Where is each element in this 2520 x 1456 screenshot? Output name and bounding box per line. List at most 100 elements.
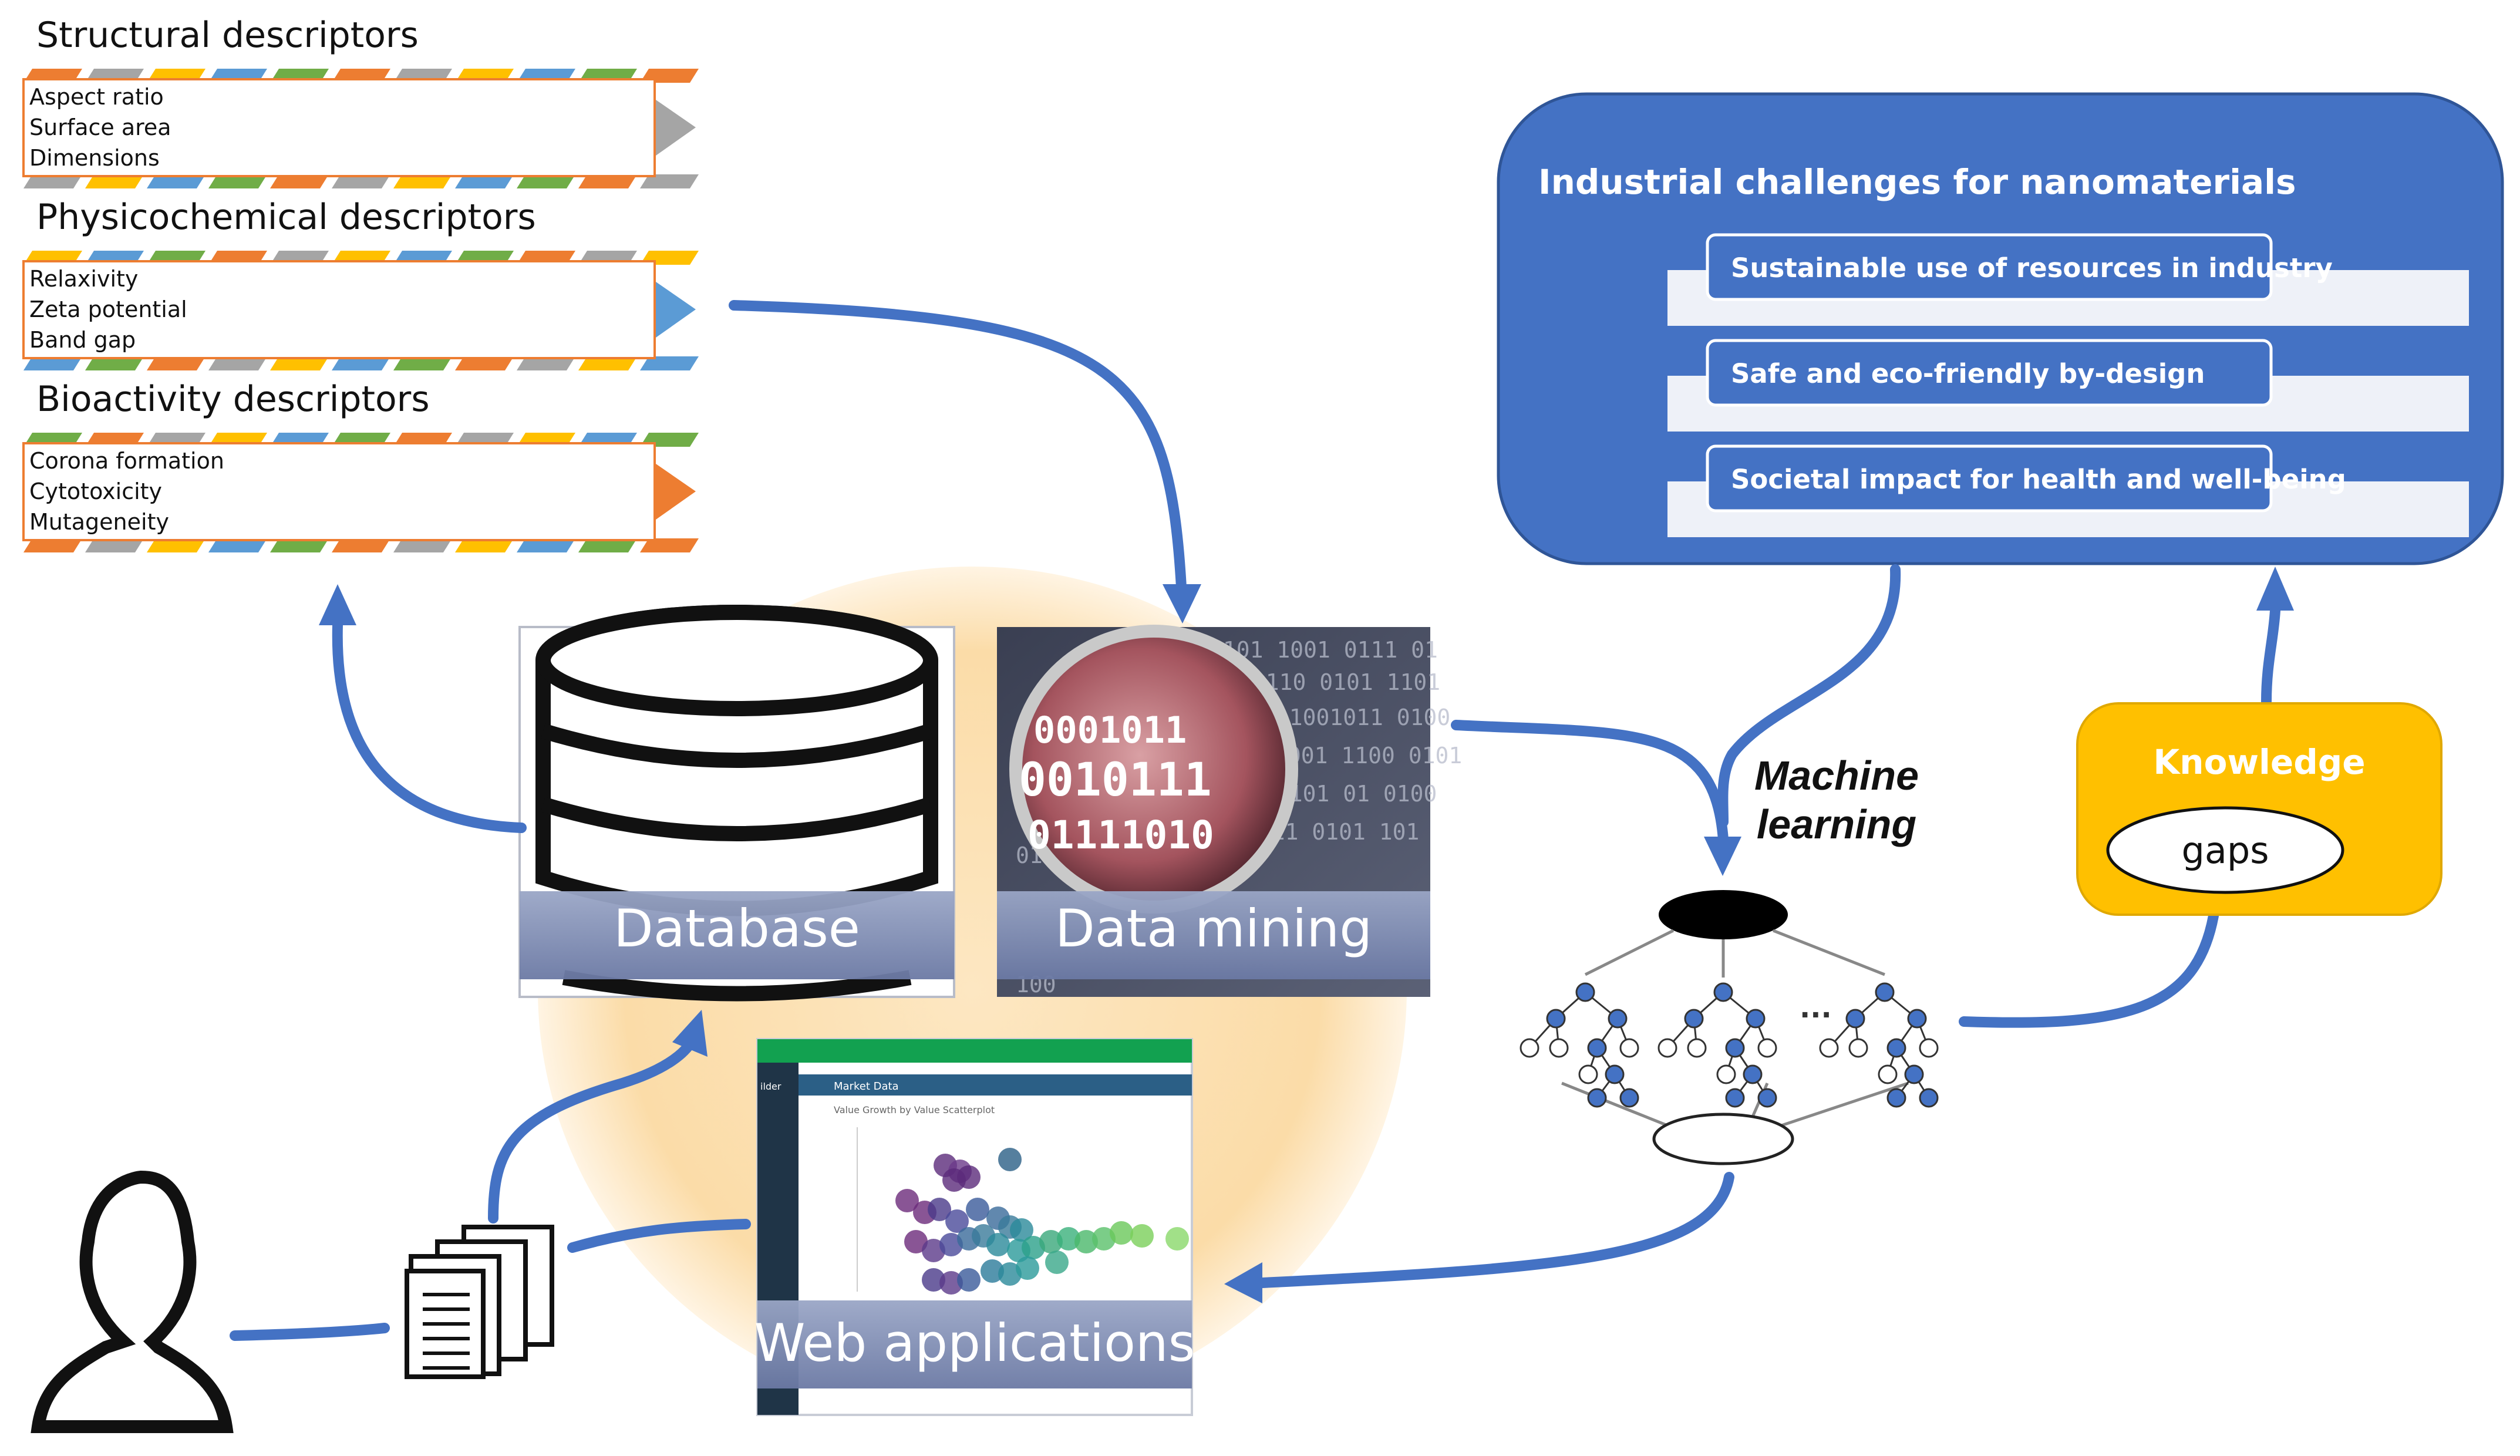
- arrowhead: [319, 584, 356, 625]
- tree-node: [1757, 1088, 1777, 1108]
- svg-text:ilder: ilder: [760, 1081, 781, 1092]
- tree-node: [1746, 1009, 1766, 1029]
- forest-output-node: [1652, 1113, 1794, 1165]
- ml-line2: learning: [1757, 801, 1916, 847]
- database-label: Database: [614, 898, 860, 959]
- scatter-point: [998, 1148, 1022, 1171]
- documents-icon: [405, 1225, 554, 1379]
- tree-node: [1725, 1088, 1745, 1108]
- descriptor-stripe: [85, 174, 144, 188]
- descriptor-stripe: [517, 356, 575, 370]
- descriptor-box: [22, 260, 656, 359]
- descriptor-stripe: [332, 174, 390, 188]
- tree-node: [1757, 1038, 1777, 1058]
- descriptor-title: Physicochemical descriptors: [36, 197, 536, 238]
- descriptor-item: Relaxivity: [29, 266, 138, 292]
- descriptor-stripe: [393, 538, 452, 552]
- random-forest-diagram: ···: [1520, 890, 1939, 1165]
- descriptor-box: [22, 78, 656, 177]
- descriptor-item: Band gap: [29, 327, 136, 353]
- arrowhead: [1704, 837, 1741, 876]
- user-icon: [31, 1170, 234, 1433]
- arrow-industrial-to-ml: [1717, 564, 1901, 827]
- tree-node: [1713, 982, 1733, 1002]
- descriptor-stripe: [578, 356, 637, 370]
- scatter-point: [1130, 1224, 1154, 1248]
- web-app-scatter: [857, 1127, 1189, 1295]
- ml-line1: Machine: [1754, 753, 1919, 798]
- tree-node: [1848, 1038, 1868, 1058]
- flow-arrows: [230, 300, 2294, 1341]
- industrial-title: Industrial challenges for nanomaterials: [1538, 162, 2296, 202]
- scatter-point: [939, 1271, 963, 1295]
- tree-node: [1845, 1009, 1865, 1029]
- descriptor-stripe: [455, 356, 514, 370]
- data-mining-label: Data mining: [1055, 898, 1372, 959]
- descriptor-stripe: [640, 356, 699, 370]
- descriptor-stripe: [270, 538, 329, 552]
- tree-node: [1725, 1038, 1745, 1058]
- descriptor-stripe: [23, 174, 82, 188]
- arrowhead: [2256, 567, 2294, 611]
- descriptor-title: Bioactivity descriptors: [36, 379, 430, 420]
- forest-root-node: [1659, 890, 1788, 939]
- web-applications-label: Web applications: [754, 1313, 1195, 1373]
- descriptor-arrow-tip: [656, 282, 696, 338]
- descriptor-stripe: [332, 538, 390, 552]
- tree-node: [1619, 1088, 1639, 1108]
- scatter-point: [957, 1165, 981, 1189]
- knowledge-box: Knowledge gaps: [2076, 702, 2442, 916]
- scatter-point: [1045, 1251, 1069, 1274]
- descriptor-stripe: [208, 174, 267, 188]
- descriptor-stripe: [85, 356, 144, 370]
- database-icon: [535, 605, 938, 1002]
- arrow-ml-to-knowledge: [1959, 911, 2219, 1028]
- arrowhead: [1163, 584, 1201, 623]
- scatter-point: [928, 1198, 951, 1221]
- tree-node: [1546, 1009, 1566, 1029]
- descriptor-stripe: [393, 174, 452, 188]
- tree-node: [1575, 982, 1595, 1002]
- tree-node: [1578, 1064, 1598, 1084]
- descriptor-stripe: [640, 174, 699, 188]
- web-applications-panel: Market Data ilder Value Growth by Value …: [754, 1038, 1195, 1416]
- knowledge-gaps: gaps: [2181, 829, 2269, 872]
- tree-node: [1657, 1038, 1677, 1058]
- tree-node: [1587, 1038, 1607, 1058]
- descriptor-stripe: [517, 538, 575, 552]
- descriptor-stripe: [147, 174, 205, 188]
- decision-tree: [1520, 982, 1639, 1108]
- tree-node: [1520, 1038, 1539, 1058]
- arrow-documents-to-database: [488, 1034, 698, 1224]
- arrow-user-to-documents: [230, 1323, 390, 1341]
- svg-text:Value Growth by Value Scatterp: Value Growth by Value Scatterplot: [834, 1104, 995, 1115]
- arrow-documents-to-webapps: [567, 1219, 751, 1253]
- svg-text:Market Data: Market Data: [834, 1080, 899, 1093]
- tree-node: [1687, 1038, 1707, 1058]
- descriptor-stripe: [578, 174, 637, 188]
- industrial-item-label: Sustainable use of resources in industry: [1731, 252, 2333, 284]
- scatter-point: [945, 1209, 969, 1233]
- database-panel: Database: [518, 605, 955, 1002]
- web-applications-label-bar: [757, 1300, 1192, 1388]
- scatter-point: [1016, 1256, 1039, 1280]
- descriptor-stripe: [208, 356, 267, 370]
- decision-tree: [1657, 982, 1777, 1108]
- tree-node: [1886, 1088, 1906, 1108]
- tree-node: [1608, 1009, 1628, 1029]
- tree-node: [1907, 1009, 1927, 1029]
- descriptor-item: Corona formation: [29, 448, 224, 474]
- tree-node: [1605, 1064, 1625, 1084]
- descriptor-stripe: [393, 356, 452, 370]
- tree-node: [1819, 1038, 1839, 1058]
- descriptor-item: Dimensions: [29, 145, 160, 171]
- descriptor-arrow-tip: [656, 100, 696, 156]
- arrow-datamining-to-ml: [1451, 720, 1729, 845]
- descriptor-stripe: [270, 174, 329, 188]
- scatter-point: [1110, 1221, 1133, 1245]
- svg-text:0 1001011 0100: 0 1001011 0100: [1262, 705, 1450, 730]
- arrow-ml-to-webapps: [1257, 1172, 1734, 1288]
